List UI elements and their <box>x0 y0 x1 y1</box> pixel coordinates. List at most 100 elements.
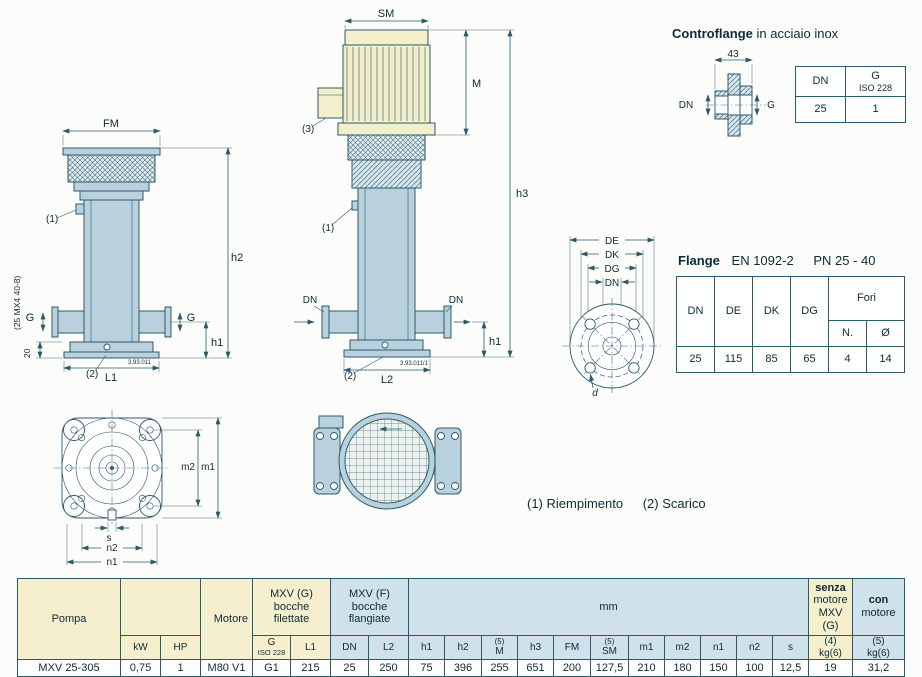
dim-label-m2: m2 <box>181 462 195 473</box>
controflange-table: DN G ISO 228 25 1 <box>795 66 906 123</box>
dimension-table: Pompa Motore MXV (G) bocche filettate MX… <box>17 578 905 677</box>
base-slot <box>107 509 117 521</box>
con-sub-line1: (5) <box>872 636 885 647</box>
col-sm-label: SM <box>602 646 617 658</box>
flange-value-n: 4 <box>828 346 867 373</box>
flange-col-de: DE <box>714 276 753 347</box>
senza-line2: motore <box>813 594 848 607</box>
dim-label-de: DE <box>605 236 619 247</box>
value-senza-kg: 19 <box>808 659 853 677</box>
value-s: 12,5 <box>772 659 809 677</box>
callout-1: (1) <box>46 209 77 225</box>
callout-2: (2) <box>86 354 107 380</box>
col-n2: n2 <box>736 635 773 660</box>
dn-label-left: DN <box>303 295 317 306</box>
g-iso-line2: ISO 228 <box>257 647 286 657</box>
pump-plan-view-drawing: m2 m1 s n2 n1 <box>54 410 222 568</box>
dim-label-fm: FM <box>103 118 119 130</box>
pump-motor-side-view-drawing: SM (3) M <box>294 8 528 386</box>
controflange-title-bold: Controflange <box>672 26 753 41</box>
flange-col-n: N. <box>828 320 867 347</box>
dim-label-d: d <box>592 388 598 399</box>
mxv-f-line3: flangiate <box>348 613 391 626</box>
col-m2: m2 <box>664 635 701 660</box>
drawing-code: 3.93.011 <box>128 360 152 366</box>
filling-plug <box>351 200 359 211</box>
note-scarico: (2) Scarico <box>642 496 706 511</box>
flange-title: Flange EN 1092-2 PN 25 - 40 <box>678 253 875 268</box>
pump-side-view-drawing: FM (1) G G <box>12 118 243 384</box>
dim-g-right: G <box>177 312 195 332</box>
con-line1: con <box>868 594 889 607</box>
callout-2-label: (2) <box>344 371 356 382</box>
dim-label-s: s <box>107 533 112 544</box>
dim-label-dg: DG <box>605 264 620 275</box>
g-label: G <box>767 100 775 111</box>
col-senza-kg: (4) kg(6) <box>808 635 853 660</box>
legend-notes: (1) Riempimento (2) Scarico <box>527 496 706 511</box>
col-power-group <box>120 578 201 636</box>
coupling-grille <box>344 418 430 504</box>
flange-title-pn: PN 25 - 40 <box>813 253 876 268</box>
bolt-hole <box>628 362 640 374</box>
dim-n2: n2 <box>81 524 143 554</box>
dim-fm: FM <box>62 118 161 146</box>
dim-label-43: 43 <box>727 49 739 60</box>
motor-outline <box>317 29 436 136</box>
flange-face-circles <box>562 298 662 394</box>
flange-col-dn: DN <box>676 276 715 347</box>
dim-label-h1: h1 <box>489 336 501 348</box>
col-hp: HP <box>160 635 201 660</box>
value-h3: 651 <box>517 659 554 677</box>
dim-g-left: G <box>26 312 46 332</box>
mxv-g-line2: bocche <box>273 600 310 613</box>
stage-stack-section <box>351 159 422 189</box>
value-m2: 180 <box>664 659 701 677</box>
dim-h3: h3 <box>428 29 528 358</box>
col-group-mxv-g: MXV (G) bocche filettate <box>252 578 331 636</box>
con-sub-line2: kg(6) <box>867 647 890 659</box>
value-n2: 100 <box>736 659 773 677</box>
dim-label-n1: n1 <box>106 557 118 568</box>
bolt-hole <box>584 362 596 374</box>
pump-flanged-plan-view-drawing <box>313 412 462 510</box>
controflange-title: Controflange in acciaio inox <box>672 26 838 41</box>
col-fm: FM <box>553 635 591 660</box>
col-con-kg: (5) kg(6) <box>852 635 905 660</box>
shaft-note: (25 MX4 40-8) <box>12 276 22 330</box>
drain-plug <box>103 343 111 351</box>
g-iso-line1: G <box>267 637 276 649</box>
drain-plug <box>381 341 389 349</box>
controflange-value-g: 1 <box>845 96 906 123</box>
bolt-hole <box>628 318 640 330</box>
flanged-plan-outline <box>313 412 462 510</box>
col-l1: L1 <box>290 635 331 660</box>
col-group-senza: senza motore MXV (G) <box>808 578 853 636</box>
col-dn: DN <box>330 635 369 660</box>
value-l2: 250 <box>368 659 409 677</box>
value-con-kg: 31,2 <box>852 659 905 677</box>
base-lug <box>63 419 85 441</box>
callout-2-label: (2) <box>86 369 98 380</box>
col-g-iso: G ISO 228 <box>252 635 291 660</box>
dim-l2: L2 <box>343 359 431 386</box>
flange-col-dg: DG <box>790 276 829 347</box>
dim-d: d <box>589 373 598 399</box>
dim-label-m: M <box>472 78 481 90</box>
mxv-g-line3: filettate <box>273 613 310 626</box>
controflange-title-rest: in acciaio inox <box>756 26 839 41</box>
flange-face-drawing: DE DK DG DN <box>562 236 662 399</box>
flange-value-dg: 65 <box>790 346 829 373</box>
counterflange-section-drawing: 43 DN G <box>679 49 775 137</box>
col-group-mm: mm <box>408 578 809 636</box>
value-l1: 215 <box>290 659 331 677</box>
dim-label-h1: h1 <box>211 337 223 349</box>
col-h1: h1 <box>408 635 445 660</box>
col-motore: Motore <box>200 578 253 660</box>
value-hp: 1 <box>160 659 201 677</box>
mxv-f-line2: bocche <box>351 600 388 613</box>
flange-title-standard: EN 1092-2 <box>731 253 794 268</box>
value-n1: 150 <box>700 659 737 677</box>
dim-label-dn: DN <box>605 278 619 289</box>
